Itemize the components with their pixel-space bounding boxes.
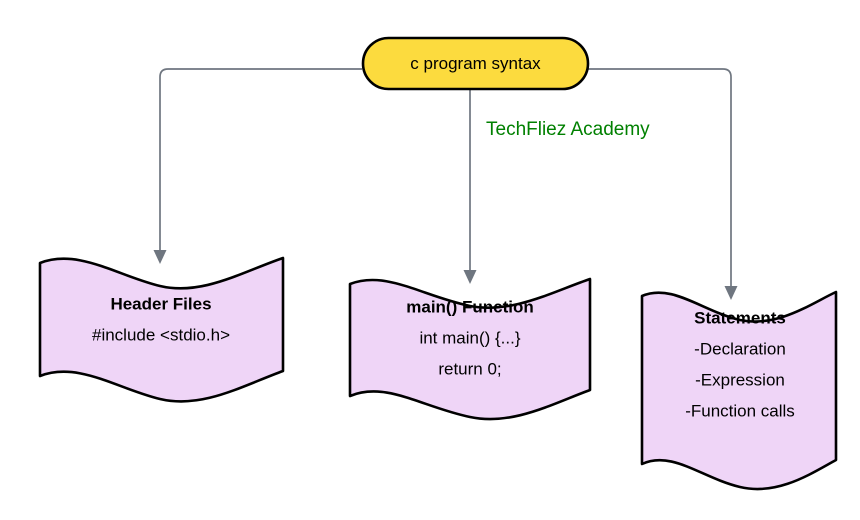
watermark-text: TechFliez Academy (486, 119, 650, 140)
connector-line-right (588, 68, 732, 288)
root-node[interactable]: c program syntax (361, 36, 590, 91)
node-main-function-shape[interactable] (348, 277, 592, 421)
node-statements-title: Statements (694, 308, 786, 327)
arrow-head-left (153, 250, 167, 264)
node-statements-line-1: -Expression (695, 370, 785, 389)
node-main-function-line-0: int main() {...} (419, 328, 520, 347)
connector-group (153, 68, 738, 300)
node-header-files[interactable]: Header Files #include <stdio.h> (38, 256, 285, 403)
connector-root-to-main-function (463, 88, 477, 284)
node-header-files-title: Header Files (110, 294, 211, 313)
node-main-function[interactable]: main() Function int main() {...} return … (348, 277, 592, 421)
node-statements-shape[interactable] (640, 290, 838, 491)
node-statements-line-2: -Function calls (685, 401, 795, 420)
node-header-files-line-0: #include <stdio.h> (92, 325, 230, 344)
arrow-head-middle (463, 270, 477, 284)
arrow-head-right (724, 286, 738, 300)
root-node-shape[interactable] (361, 36, 590, 91)
node-header-files-shape[interactable] (38, 256, 285, 403)
connector-line-left (159, 68, 362, 252)
node-main-function-line-1: return 0; (438, 359, 501, 378)
root-node-label: c program syntax (410, 54, 541, 73)
node-main-function-title: main() Function (406, 297, 533, 316)
connector-root-to-header-files (153, 68, 362, 264)
connector-root-to-statements (588, 68, 738, 300)
node-statements[interactable]: Statements -Declaration -Expression -Fun… (640, 290, 838, 491)
node-statements-line-0: -Declaration (694, 339, 786, 358)
